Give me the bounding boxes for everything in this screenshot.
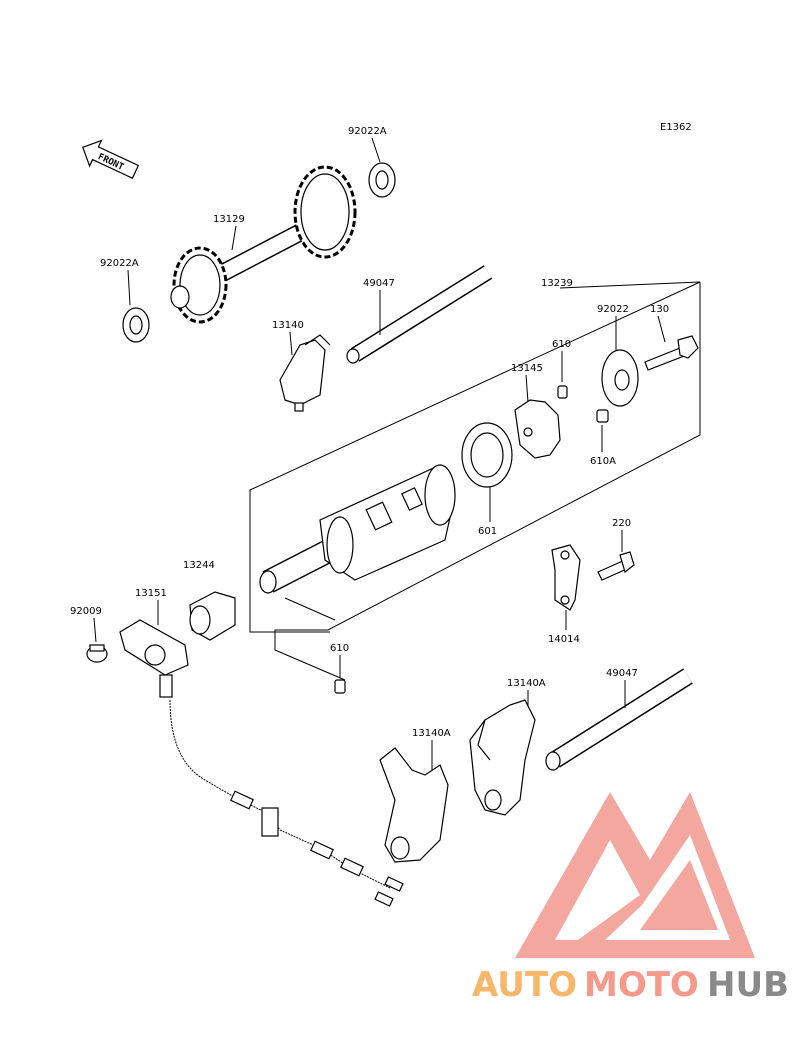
label-13140a-right: 13140A <box>507 678 546 689</box>
assembly-outline <box>274 282 701 681</box>
label-13140: 13140 <box>272 320 304 331</box>
plate-14014 <box>551 544 581 611</box>
label-49047-lower: 49047 <box>606 668 638 679</box>
watermark-logo <box>515 792 755 958</box>
label-92022a-left: 92022A <box>100 258 139 269</box>
pin-lower <box>334 679 346 694</box>
fork-upper <box>279 334 331 412</box>
label-610-lower: 610 <box>330 643 349 654</box>
watermark-text: AUTO MOTO HUB <box>472 965 789 1005</box>
front-arrow-icon: FRONT <box>82 139 140 179</box>
fork-13140a-right <box>469 699 536 816</box>
rod-upper <box>346 265 493 364</box>
label-13244: 13244 <box>183 560 215 571</box>
label-610-upper: 610 <box>552 339 571 350</box>
label-13239: 13239 <box>541 278 573 289</box>
label-13145: 13145 <box>511 363 543 374</box>
label-13129: 13129 <box>213 214 245 225</box>
diagram-code: E1362 <box>660 122 692 133</box>
label-14014: 14014 <box>548 634 580 645</box>
label-92022a-top: 92022A <box>348 126 387 137</box>
label-92022: 92022 <box>597 304 629 315</box>
label-220: 220 <box>612 518 631 529</box>
wire-connector <box>230 790 404 907</box>
shaft-gear-assembly <box>170 165 357 324</box>
watermark-part2: MOTO <box>584 965 699 1005</box>
watermark-part3: HUB <box>707 965 789 1005</box>
bolt-cam <box>644 335 699 371</box>
cam-plate <box>514 399 561 459</box>
fork-13140a-left <box>379 747 449 863</box>
washer-top <box>368 162 396 198</box>
neutral-switch <box>119 619 189 698</box>
washer-cam <box>601 349 639 407</box>
watermark-part1: AUTO <box>472 965 577 1005</box>
label-49047-upper: 49047 <box>363 278 395 289</box>
label-610a: 610A <box>590 456 616 467</box>
cam-13244 <box>189 591 236 641</box>
screw-92009 <box>86 644 108 663</box>
label-13140a-left: 13140A <box>412 728 451 739</box>
pin-610a <box>596 409 609 423</box>
label-601: 601 <box>478 526 497 537</box>
shift-drum <box>259 464 456 594</box>
bearing <box>461 422 513 488</box>
switch-wire <box>169 699 391 889</box>
bolt-220 <box>597 551 635 581</box>
pin-upper <box>557 385 568 399</box>
washer-left <box>122 307 150 343</box>
rod-lower <box>545 668 693 771</box>
label-13151: 13151 <box>135 588 167 599</box>
label-130: 130 <box>650 304 669 315</box>
label-92009: 92009 <box>70 606 102 617</box>
